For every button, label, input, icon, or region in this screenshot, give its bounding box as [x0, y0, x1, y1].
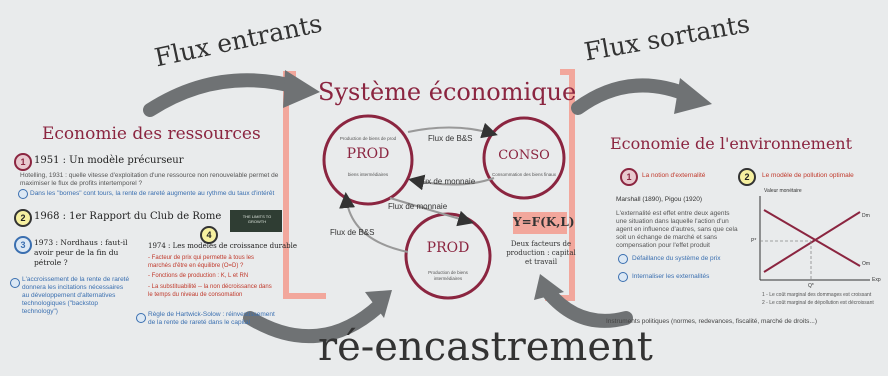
- left-item4-bullet-2: - Fonctions de production : K, L et RN: [148, 273, 249, 279]
- right-item1-author: Marshall (1890), Pigou (1920): [616, 196, 702, 203]
- left-item3-note-icon: [10, 278, 20, 288]
- right-item1-note2: Internaliser les externalités: [632, 273, 710, 280]
- right-item1-note1-icon: [618, 254, 628, 264]
- right-section-title: Economie de l'environnement: [610, 134, 853, 153]
- node-prod-bottom-circle: [404, 212, 492, 300]
- left-item3-text: L'accroissement de la rente de rareté do…: [22, 276, 130, 315]
- node-conso-circle: [482, 116, 566, 200]
- node-prod-top-circle: [322, 114, 414, 206]
- right-item1-badge: 1: [620, 168, 638, 186]
- arrow-reencastrement-left: [243, 298, 387, 344]
- graph-yaxis-label: Valeur monétaire: [764, 188, 802, 194]
- edge-label-monnaie-right: Flux de monnaie: [416, 177, 476, 186]
- pollution-graph: [759, 196, 870, 281]
- node-prod-top-sub2: biens intermédiaires: [347, 172, 389, 177]
- node-prod-bottom-label: PROD: [426, 240, 470, 256]
- formula-text: Deux facteurs de production : capital et…: [506, 240, 576, 266]
- label-reencastrement: ré-encastrement: [318, 324, 653, 370]
- arrow-flux-entrants: [143, 73, 307, 117]
- edge-monnaie-mid: [389, 197, 474, 227]
- edge-label-bs-top: Flux de B&S: [428, 134, 473, 143]
- node-prod-top-label: PROD: [346, 146, 390, 162]
- book-cover: [230, 210, 282, 232]
- node-conso-sub: Consommation des biens finaux: [491, 172, 557, 177]
- book-cover-text: THE LIMITS TO GROWTH: [242, 214, 272, 224]
- left-item2-badge: 2: [14, 209, 32, 227]
- left-item1-note-icon: [18, 189, 28, 199]
- right-item2-badge: 2: [738, 168, 756, 186]
- right-item1-note2-icon: [618, 272, 628, 282]
- left-item2-heading: 1968 : 1er Rapport du Club de Rome: [34, 211, 222, 222]
- left-item4-note-icon: [136, 313, 146, 323]
- graph-dm-label: Dm: [862, 213, 870, 219]
- edge-label-bs-left: Flux de B&S: [330, 228, 375, 237]
- left-item3-heading: 1973 : Nordhaus : faut-il avoir peur de …: [34, 238, 128, 267]
- arrow-reencastrement-right: [541, 285, 633, 328]
- left-item4-bullet-3: - La substituabilité -- la non décroissa…: [148, 284, 272, 298]
- node-prod-top-sub1: Production de biens de prod: [339, 136, 397, 141]
- label-systeme-economique: Système économique: [318, 78, 577, 106]
- left-item4-bullet-1: - Facteur de prix qui permette à tous le…: [148, 255, 255, 269]
- node-conso-label: CONSO: [498, 148, 550, 163]
- formula: Y=F(K,L): [513, 215, 575, 229]
- right-item2-heading: Le modèle de pollution optimale: [762, 172, 854, 179]
- graph-om-line: [763, 209, 861, 267]
- right-item1-heading: La notion d'externalité: [642, 172, 706, 179]
- left-item4-heading: 1974 : Les modèles de croissance durable: [148, 242, 297, 250]
- node-prod-bottom-sub: Production de biens intermédiaires: [428, 270, 468, 281]
- graph-note-2: 2 - Le coût marginal de dépollution est …: [762, 300, 874, 306]
- edge-bs-top: [407, 122, 498, 139]
- edge-bs-left: [339, 192, 409, 253]
- left-item3-badge: 3: [14, 236, 32, 254]
- right-item1-text: L'externalité est effet entre deux agent…: [616, 210, 738, 249]
- graph-q-label: Q*: [808, 283, 814, 289]
- left-section-title: Economie des ressources: [42, 124, 261, 144]
- left-item1-badge: 1: [14, 153, 32, 171]
- right-item1-note1: Défaillance du système de prix: [632, 255, 721, 262]
- graph-note-1: 1 - Le coût marginal des dommages est cr…: [762, 292, 872, 298]
- left-item4-note: Règle de Hartwick-Solow : réinvestisseme…: [148, 311, 275, 326]
- graph-om-label: Om: [862, 261, 871, 267]
- left-item1-heading: 1951 : Un modèle précurseur: [34, 155, 184, 166]
- left-item4-badge: 4: [200, 226, 218, 244]
- left-item1-note: Dans les "bornes" cont tours, la rente d…: [30, 190, 275, 197]
- graph-p-label: P*: [751, 238, 757, 244]
- graph-xaxis-label: Exp: [872, 277, 881, 283]
- formula-box: [513, 212, 567, 234]
- edge-label-monnaie-mid: Flux de monnaie: [388, 202, 448, 211]
- graph-dm-line: [763, 211, 861, 273]
- left-item1-text: Hotelling, 1931 : quelle vitesse d'explo…: [20, 172, 279, 187]
- instruments-text: Instruments politiques (normes, redevanc…: [606, 318, 817, 325]
- edge-monnaie-right: [408, 174, 495, 191]
- arrow-flux-sortants: [571, 78, 697, 115]
